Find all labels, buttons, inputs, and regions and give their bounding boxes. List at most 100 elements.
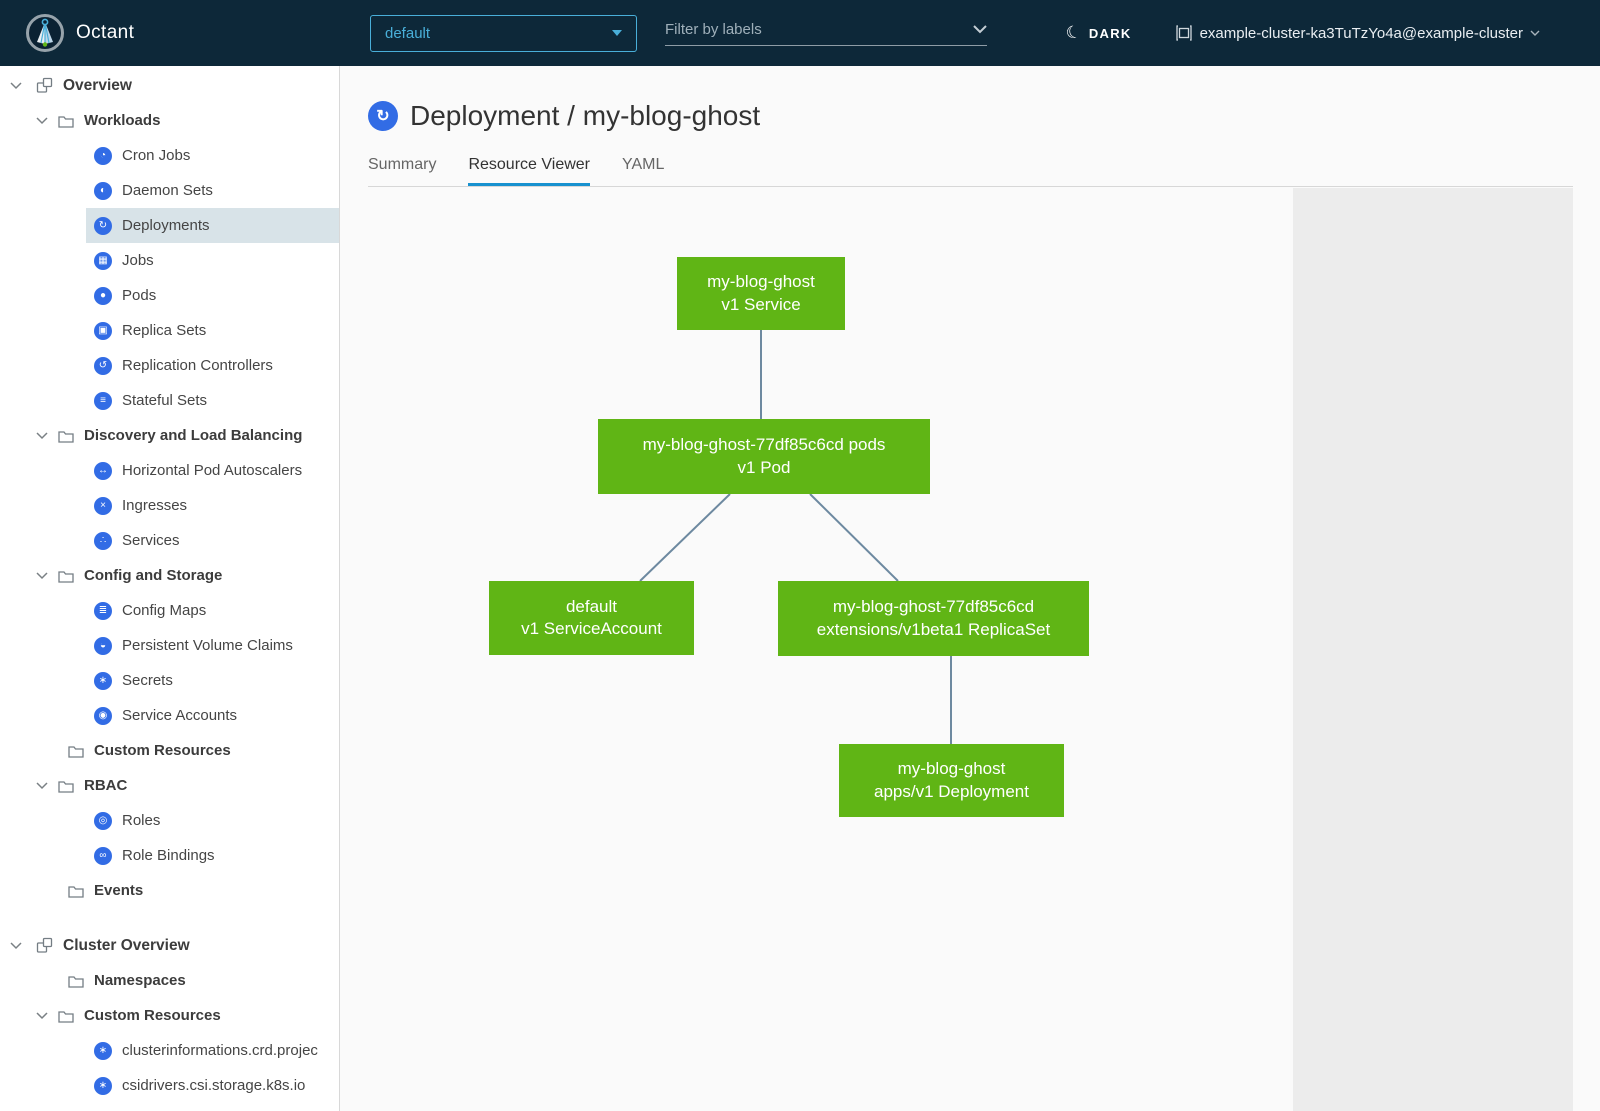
sidebar-item-ingresses[interactable]: ×Ingresses	[86, 488, 339, 523]
dark-mode-label: DARK	[1088, 25, 1132, 41]
node-name: my-blog-ghost-77df85c6cd pods	[642, 435, 886, 455]
sidebar-item-label: Role Bindings	[122, 847, 215, 864]
sidebar-item-label: Persistent Volume Claims	[122, 637, 293, 654]
sidebar-item-label: RBAC	[84, 777, 128, 794]
sidebar-item-config-maps[interactable]: ≣Config Maps	[86, 593, 339, 628]
cluster-context-menu[interactable]: example-cluster-ka3TuTzYo4a@example-clus…	[1175, 24, 1548, 42]
tab-yaml[interactable]: YAML	[622, 156, 665, 173]
graph-edges	[639, 330, 952, 744]
sidebar-item-replica-sets[interactable]: ▣ Replica Sets	[86, 313, 339, 348]
folder-icon	[68, 974, 84, 988]
node-kind: v1 ServiceAccount	[521, 619, 662, 638]
sidebar-item-workloads[interactable]: Workloads	[0, 103, 339, 138]
sidebar-item-discovery-and-load-balancing[interactable]: Discovery and Load Balancing	[0, 418, 339, 453]
sidebar-item-service-accounts[interactable]: ◉Service Accounts	[86, 698, 339, 733]
sidebar-item-clusterinformations-crd-projec[interactable]: ∗clusterinformations.crd.projec	[86, 1033, 339, 1068]
resource-viewer-side-panel	[1293, 188, 1573, 1111]
chevron-down-icon[interactable]	[36, 571, 50, 580]
sidebar-item-horizontal-pod-autoscalers[interactable]: ↔Horizontal Pod Autoscalers	[86, 453, 339, 488]
sidebar-item-overview[interactable]: Overview	[0, 68, 339, 103]
sidebar-item-config-and-storage[interactable]: Config and Storage	[0, 558, 339, 593]
folder-icon	[58, 569, 74, 583]
cluster-icon	[1175, 25, 1192, 41]
sidebar-item-pods[interactable]: ● Pods	[86, 278, 339, 313]
ingresses-icon: ×	[94, 496, 112, 515]
sidebar-item-label: Config and Storage	[84, 567, 223, 584]
sidebar-item-label: Cluster Overview	[63, 936, 190, 954]
tab-resource-viewer[interactable]: Resource Viewer	[468, 156, 590, 186]
sidebar-item-jobs[interactable]: ▦Jobs	[86, 243, 339, 278]
sidebar-item-daemon-sets[interactable]: ◐ Daemon Sets	[86, 173, 339, 208]
config-maps-icon: ≣	[94, 601, 112, 620]
sidebar-item-role-bindings[interactable]: ∞ Role Bindings	[86, 838, 339, 873]
sidebar-item-stateful-sets[interactable]: ≡Stateful Sets	[86, 383, 339, 418]
sidebar-item-label: Discovery and Load Balancing	[84, 427, 303, 444]
node-kind: v1 Service	[721, 294, 801, 314]
cluster-context-label: example-cluster-ka3TuTzYo4a@example-clus…	[1199, 24, 1523, 42]
node-kind: apps/v1 Deployment	[874, 781, 1029, 801]
horizontal-pod-autoscalers-icon: ↔	[94, 461, 112, 480]
node-name: my-blog-ghost-77df85c6cd	[832, 597, 1035, 617]
chevron-down-icon[interactable]	[36, 1011, 50, 1020]
sidebar-item-rbac[interactable]: RBAC	[0, 768, 339, 803]
chevron-down-icon[interactable]	[36, 781, 50, 790]
sidebar-item-label: Custom Resources	[84, 1007, 221, 1024]
sidebar-item-custom-resources[interactable]: Custom Resources	[0, 733, 339, 768]
chevron-down-icon[interactable]	[36, 116, 50, 125]
sidebar-item-namespaces[interactable]: Namespaces	[0, 963, 339, 998]
sidebar-item-label: Daemon Sets	[122, 182, 213, 199]
service-accounts-icon: ◉	[94, 706, 112, 725]
sidebar-item-roles[interactable]: ◎Roles	[86, 803, 339, 838]
sidebar-item-cron-jobs[interactable]: ◔Cron Jobs	[86, 138, 339, 173]
tab-summary[interactable]: Summary	[368, 156, 437, 173]
sidebar-item-label: Pods	[122, 287, 157, 304]
roles-icon: ◎	[94, 811, 112, 830]
chevron-down-icon[interactable]	[10, 941, 24, 950]
filter-chevron-down-icon[interactable]	[973, 24, 987, 34]
sidebar-item-replication-controllers[interactable]: ↺Replication Controllers	[86, 348, 339, 383]
chevron-down-icon[interactable]	[10, 81, 24, 90]
label-filter-input[interactable]: Filter by labels	[665, 21, 987, 46]
sidebar-item-events[interactable]: Events	[0, 873, 339, 908]
sidebar-item-csidrivers-csi-storage-k8s-io[interactable]: ∗csidrivers.csi.storage.k8s.io	[86, 1068, 339, 1103]
sidebar-item-persistent-volume-claims[interactable]: ◒Persistent Volume Claims	[86, 628, 339, 663]
sidebar-item-deployments[interactable]: ↻ Deployments	[86, 208, 339, 243]
daemon-sets-icon: ◐	[94, 181, 112, 200]
sidebar-item-secrets[interactable]: ∗Secrets	[86, 663, 339, 698]
sidebar-item-label: Replica Sets	[122, 322, 207, 339]
pods-icon: ●	[94, 286, 112, 305]
sidebar-item-cluster-overview[interactable]: Cluster Overview	[0, 928, 339, 963]
sidebar-item-label: Events	[94, 882, 144, 899]
app-header: Octant default Filter by labels ☾ DARK e…	[0, 0, 1600, 66]
overview-icon	[36, 77, 53, 94]
cron-jobs-icon: ◔	[94, 146, 112, 165]
namespace-select[interactable]: default	[370, 14, 637, 52]
folder-icon	[58, 1009, 74, 1023]
sidebar-item-label: Overview	[63, 76, 132, 94]
replication-controllers-icon: ↺	[94, 356, 112, 375]
sidebar-item-custom-resources[interactable]: Custom Resources	[0, 998, 339, 1033]
sidebar-item-label: Deployments	[122, 217, 210, 234]
folder-icon	[58, 779, 74, 793]
replica-sets-icon: ▣	[94, 321, 112, 340]
deployments-icon: ↻	[94, 216, 112, 235]
chevron-down-icon[interactable]	[36, 431, 50, 440]
namespace-select-value: default	[385, 24, 431, 42]
label-filter-placeholder: Filter by labels	[665, 20, 762, 38]
role-bindings-icon: ∞	[94, 846, 112, 865]
deployment-icon: ↻	[368, 101, 398, 131]
sidebar-item-services[interactable]: ∴Services	[86, 523, 339, 558]
node-name: my-blog-ghost	[707, 272, 815, 292]
dark-mode-toggle[interactable]: ☾ DARK	[1063, 21, 1132, 43]
node-name: my-blog-ghost	[897, 759, 1006, 779]
sidebar-item-label: Secrets	[122, 672, 173, 689]
node-kind: v1 Pod	[737, 457, 791, 477]
custom-resource-icon: ∗	[94, 1076, 112, 1095]
